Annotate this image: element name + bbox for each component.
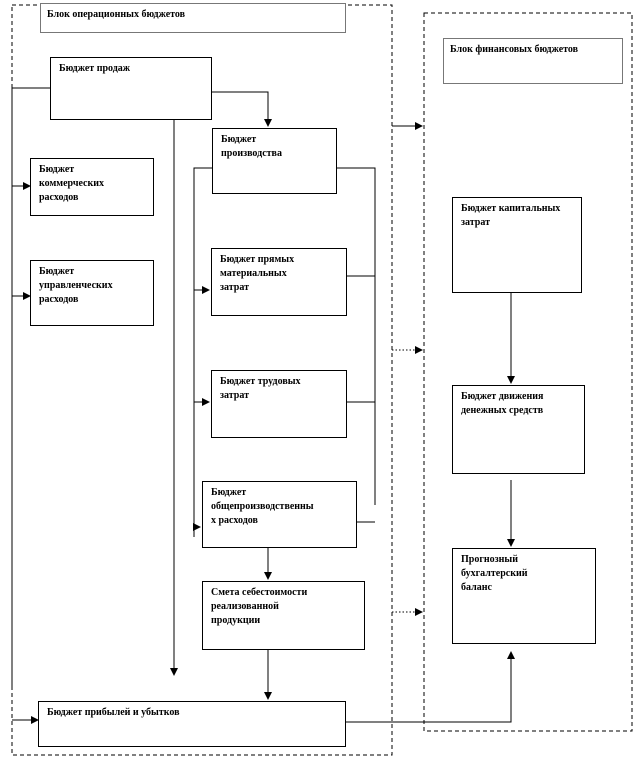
direct-materials-box: Бюджет прямых материальных затрат: [211, 248, 347, 316]
cash-flow-box: Бюджет движения денежных средств: [452, 385, 585, 474]
production-right-trunk: [337, 167, 376, 505]
forecast-balance-label: Прогнозный бухгалтерский баланс: [461, 554, 528, 593]
production-budget-label: Бюджет производства: [221, 134, 282, 159]
production-budget-box: Бюджет производства: [212, 128, 337, 194]
financial-block-title: Блок финансовых бюджетов: [443, 38, 623, 84]
overhead-label: Бюджет общепроизводственны х расходов: [211, 487, 314, 526]
operating-block-title-text: Блок операционных бюджетов: [47, 9, 186, 20]
commercial-expenses-label: Бюджет коммерческих расходов: [39, 164, 104, 203]
management-expenses-label: Бюджет управленческих расходов: [39, 266, 113, 305]
profit-loss-to-balance: [346, 651, 515, 723]
capex-box: Бюджет капитальных затрат: [452, 197, 582, 293]
operating-block-title: Блок операционных бюджетов: [40, 3, 346, 33]
cash-flow-label: Бюджет движения денежных средств: [461, 391, 544, 416]
management-expenses-box: Бюджет управленческих расходов: [30, 260, 154, 326]
financial-block-frame: [423, 12, 633, 732]
production-left-trunk: [193, 167, 212, 537]
commercial-expenses-box: Бюджет коммерческих расходов: [30, 158, 154, 216]
capex-label: Бюджет капитальных затрат: [461, 203, 561, 228]
sales-budget-label: Бюджет продаж: [59, 63, 131, 74]
profit-loss-label: Бюджет прибылей и убытков: [47, 707, 180, 718]
arrow-sales-to-production: [212, 91, 272, 127]
labor-costs-box: Бюджет трудовых затрат: [211, 370, 347, 438]
cost-estimate-label: Смета себестоимости реализованной продук…: [211, 587, 308, 626]
direct-materials-label: Бюджет прямых материальных затрат: [220, 254, 295, 293]
cost-estimate-box: Смета себестоимости реализованной продук…: [202, 581, 365, 650]
financial-block-title-text: Блок финансовых бюджетов: [450, 44, 579, 55]
overhead-box: Бюджет общепроизводственны х расходов: [202, 481, 357, 548]
sales-budget-box: Бюджет продаж: [50, 57, 212, 120]
forecast-balance-box: Прогнозный бухгалтерский баланс: [452, 548, 596, 644]
labor-costs-label: Бюджет трудовых затрат: [220, 376, 301, 401]
sales-left-trunk: [11, 87, 50, 690]
profit-loss-box: Бюджет прибылей и убытков: [38, 701, 346, 747]
